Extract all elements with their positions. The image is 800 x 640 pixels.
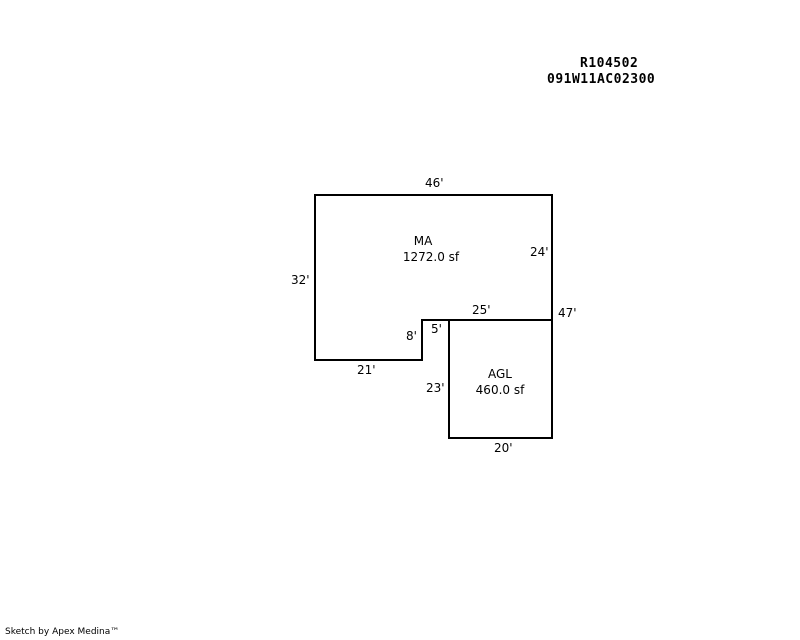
dim-overall-right: 47' — [558, 306, 577, 320]
dim-agl-top: 25' — [472, 303, 491, 317]
dim-notch-step: 5' — [431, 322, 442, 336]
dim-ma-top: 46' — [425, 176, 444, 190]
dim-ma-left: 32' — [291, 273, 310, 287]
agl-outline — [448, 319, 553, 439]
agl-area-label: AGL 460.0 sf — [476, 366, 525, 398]
ma-area-size: 1272.0 sf — [402, 250, 460, 264]
ma-outline — [314, 194, 553, 361]
ma-area-code: MA — [413, 234, 433, 248]
dim-agl-left: 23' — [426, 381, 445, 395]
parcel-id: R104502 — [580, 56, 639, 71]
dim-ma-right: 24' — [530, 245, 549, 259]
dim-ma-bottom: 21' — [357, 363, 376, 377]
sketch-credit: Sketch by Apex Medina™ — [5, 627, 120, 637]
dim-ma-notch-vertical: 8' — [406, 329, 417, 343]
map-number: 091W11AC02300 — [547, 72, 656, 87]
dim-agl-bottom: 20' — [494, 441, 513, 455]
ma-area-label: MA 1272.0 sf — [387, 233, 459, 265]
agl-area-code: AGL — [488, 367, 512, 381]
agl-area-size: 460.0 sf — [475, 383, 525, 397]
